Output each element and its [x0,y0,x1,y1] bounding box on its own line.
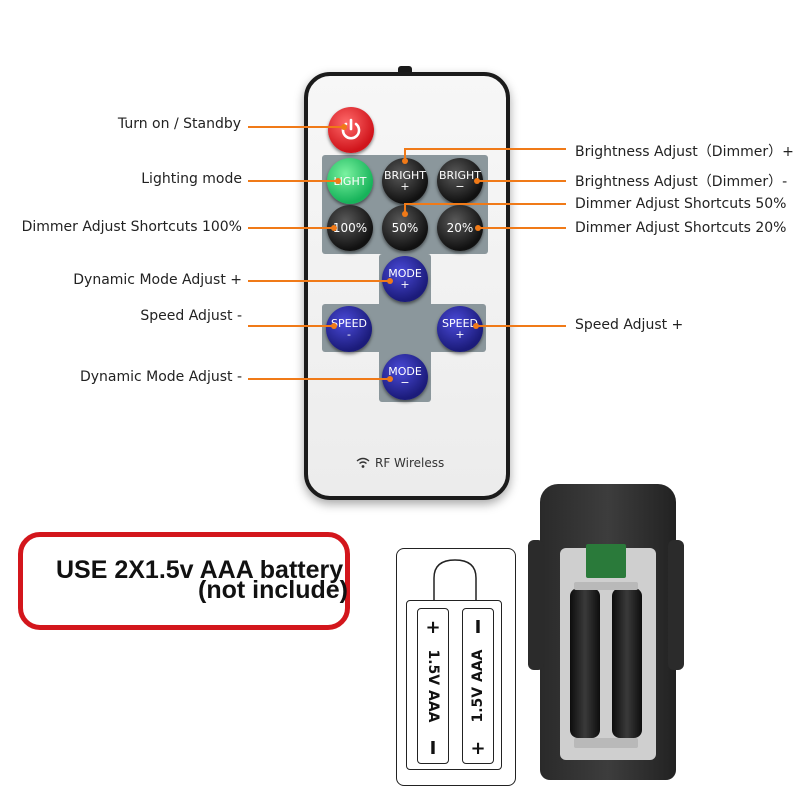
label-dimmer-100: Dimmer Adjust Shortcuts 100% [21,219,242,235]
speed-minus-button[interactable]: SPEED - [326,306,372,352]
leader-dot-power [341,124,347,130]
battery-contact-top [574,582,638,590]
label-speed-minus: Speed Adjust - [140,308,242,324]
battery-note-line2: (not include) [198,576,348,604]
bright-label: BRIGHT [439,169,481,182]
battery-cell-label: 1.5V AAA [470,649,486,723]
minus-sign: − [455,180,465,193]
leader-dot-lighting [335,178,341,184]
battery-photo-right [612,588,642,738]
battery-contact-bottom [574,738,638,748]
mode-label: MODE [388,365,422,378]
minus-sign: - [347,328,351,341]
dimmer-100-button[interactable]: 100% [327,205,373,251]
leader-dot-bright-minus [474,178,480,184]
battery-cell-right: I 1.5V AAA + [462,608,494,764]
power-icon [341,118,361,140]
mode-label: MODE [388,267,422,280]
leader-line-dimmer-100 [248,227,334,229]
plus-sign: + [455,328,465,341]
leader-dot-bright-plus [402,158,408,164]
leader-line-mode-plus [248,280,390,282]
leader-dot-mode-plus [387,278,393,284]
leader-line-power [248,126,344,128]
dimmer-20-label: 20% [446,220,474,235]
battery-plus-sign: + [425,617,441,638]
battery-strap-icon [433,559,477,604]
speed-plus-button[interactable]: SPEED + [437,306,483,352]
back-case-side-left [528,540,544,670]
label-speed-plus: Speed Adjust + [575,317,684,333]
leader-line-bright-minus [476,180,566,182]
dimmer-50-button[interactable]: 50% [382,205,428,251]
leader-dot-speed-minus [331,323,337,329]
leader-line-mode-minus [248,378,390,380]
power-button[interactable] [328,107,374,153]
leader-line-bright-plus-h [405,148,566,150]
label-lighting-mode: Lighting mode [141,171,242,187]
minus-sign: − [400,376,410,389]
wifi-icon [356,457,370,468]
label-brightness-plus: Brightness Adjust（Dimmer）+ [575,144,794,160]
leader-line-dimmer-50-h [405,203,566,205]
leader-dot-dimmer-100 [331,225,337,231]
leader-line-speed-minus [248,325,334,327]
leader-dot-dimmer-50 [402,211,408,217]
battery-minus-sign: I [429,738,437,759]
battery-photo-left [570,588,600,738]
label-dynamic-mode-plus: Dynamic Mode Adjust + [73,272,242,288]
battery-note-box [18,532,350,630]
battery-cell-left: + 1.5V AAA I [417,608,449,764]
leader-line-dimmer-20 [478,227,566,229]
circuit-board [586,544,626,578]
leader-dot-dimmer-20 [475,225,481,231]
leader-line-dimmer-50-v [404,203,406,215]
battery-cell-label: 1.5V AAA [425,649,441,723]
leader-dot-speed-plus [473,323,479,329]
label-dimmer-50: Dimmer Adjust Shortcuts 50% [575,196,787,212]
plus-sign: + [400,278,410,291]
light-label: LIGHT [333,174,367,188]
label-dimmer-20: Dimmer Adjust Shortcuts 20% [575,220,787,236]
speed-label: SPEED [331,317,367,330]
label-turn-on-standby: Turn on / Standby [117,116,241,132]
leader-line-lighting [248,180,338,182]
dimmer-50-label: 50% [391,220,419,235]
battery-note-line1: USE 2X1.5v AAA battery [56,556,344,584]
label-dynamic-mode-minus: Dynamic Mode Adjust - [79,369,242,385]
plus-sign: + [400,180,410,193]
leader-line-speed-plus [476,325,566,327]
back-case-side-right [668,540,684,670]
bright-label: BRIGHT [384,169,426,182]
leader-dot-mode-minus [387,376,393,382]
speed-label: SPEED [442,317,478,330]
rf-wireless-brand: RF Wireless [356,456,444,470]
battery-plus-sign: + [470,738,486,759]
leader-line-bright-plus-v [404,148,406,160]
bright-plus-button[interactable]: BRIGHT + [382,158,428,204]
rf-wireless-text: RF Wireless [375,456,445,470]
label-brightness-minus: Brightness Adjust（Dimmer）- [575,174,788,190]
remote-top-tab [398,66,412,74]
dimmer-100-label: 100% [332,220,368,235]
battery-minus-sign: I [474,617,482,638]
